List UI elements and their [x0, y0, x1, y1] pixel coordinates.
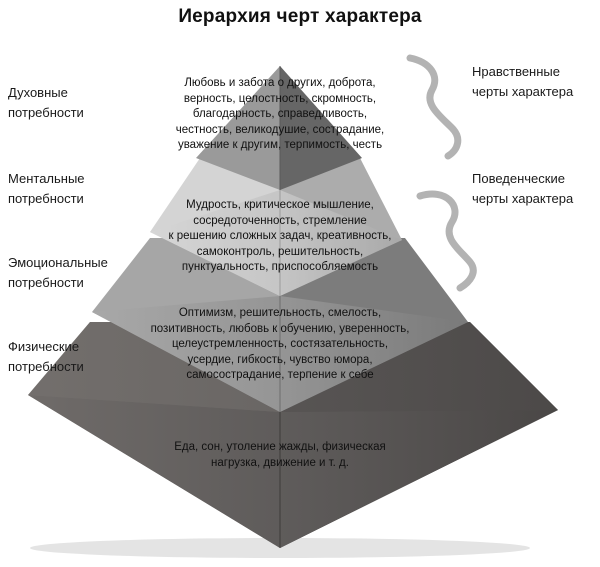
- layer-physical-text: Еда, сон, утоление жажды, физическая наг…: [150, 440, 410, 471]
- label-line: потребности: [8, 275, 84, 290]
- layer-text-line: к решению сложных задач, креативность,: [168, 230, 392, 243]
- layer-spiritual-text: Любовь и забота о других, доброта, верно…: [170, 76, 390, 154]
- label-spiritual-needs: Духовные потребности: [8, 83, 84, 123]
- layer-text-line: пунктуальность, приспособляемость: [181, 261, 379, 274]
- layer-text-line: Еда, сон, утоление жажды, физическая: [174, 441, 386, 453]
- layer-text-line: Оптимизм, решительность, смелость,: [178, 307, 382, 319]
- label-line: черты характера: [472, 191, 574, 206]
- label-emotional-needs: Эмоциональные потребности: [8, 253, 108, 293]
- diagram-title: Иерархия черт характера: [178, 6, 422, 27]
- spiritual-left-face: [196, 66, 280, 190]
- layer-text-line: целеустремленность, состязательность,: [171, 338, 389, 351]
- swirl-decoration-bottom: [416, 190, 477, 292]
- label-line: Эмоциональные: [8, 255, 108, 270]
- layer-text-line: усердие, гибкость, чувство юмора,: [187, 353, 373, 366]
- label-physical-needs: Физические потребности: [8, 337, 84, 377]
- label-line: Ментальные: [8, 171, 85, 186]
- label-line: Нравственные: [472, 64, 560, 79]
- layer-text-line: нагрузка, движение и т. д.: [211, 456, 349, 469]
- layer-emotional-text: Оптимизм, решительность, смелость, позит…: [140, 306, 420, 384]
- layer-text-line: сосредоточенность, стремление: [193, 214, 367, 227]
- label-line: потребности: [8, 191, 84, 206]
- layer-spiritual: [196, 66, 362, 190]
- layer-text-line: благодарность, справедливость,: [192, 108, 368, 121]
- label-line: черты характера: [472, 84, 574, 99]
- layer-mental-text: Мудрость, критическое мышление, сосредот…: [160, 198, 400, 276]
- label-line: Духовные: [8, 85, 68, 100]
- layer-text-line: Мудрость, критическое мышление,: [186, 199, 374, 211]
- layer-text-line: самосострадание, терпение к себе: [186, 369, 374, 382]
- layer-text-line: верность, целостность, скромность,: [183, 92, 377, 105]
- label-line: потребности: [8, 359, 84, 374]
- layer-text-line: Любовь и забота о других, доброта,: [184, 77, 376, 89]
- label-mental-needs: Ментальные потребности: [8, 169, 85, 209]
- label-moral-traits: Нравственные черты характера: [472, 62, 573, 102]
- spiritual-right-face: [280, 66, 362, 190]
- physical-front-face: [28, 395, 558, 548]
- layer-text-line: честность, великодушие, сострадание,: [175, 123, 385, 136]
- layer-text-line: самоконтроль, решительность,: [196, 245, 364, 258]
- layer-mental: [150, 158, 402, 296]
- layer-emotional: [92, 238, 468, 412]
- mental-front-face: [150, 190, 402, 296]
- label-line: Поведенческие: [472, 171, 565, 186]
- layer-text-line: позитивность, любовь к обучению, уверенн…: [150, 322, 410, 335]
- swirl-decoration-top: [406, 54, 462, 160]
- label-line: Физические: [8, 339, 80, 354]
- layer-text-line: уважение к другим, терпимость, честь: [177, 139, 383, 152]
- label-behavioral-traits: Поведенческие черты характера: [472, 169, 573, 209]
- label-line: потребности: [8, 105, 84, 120]
